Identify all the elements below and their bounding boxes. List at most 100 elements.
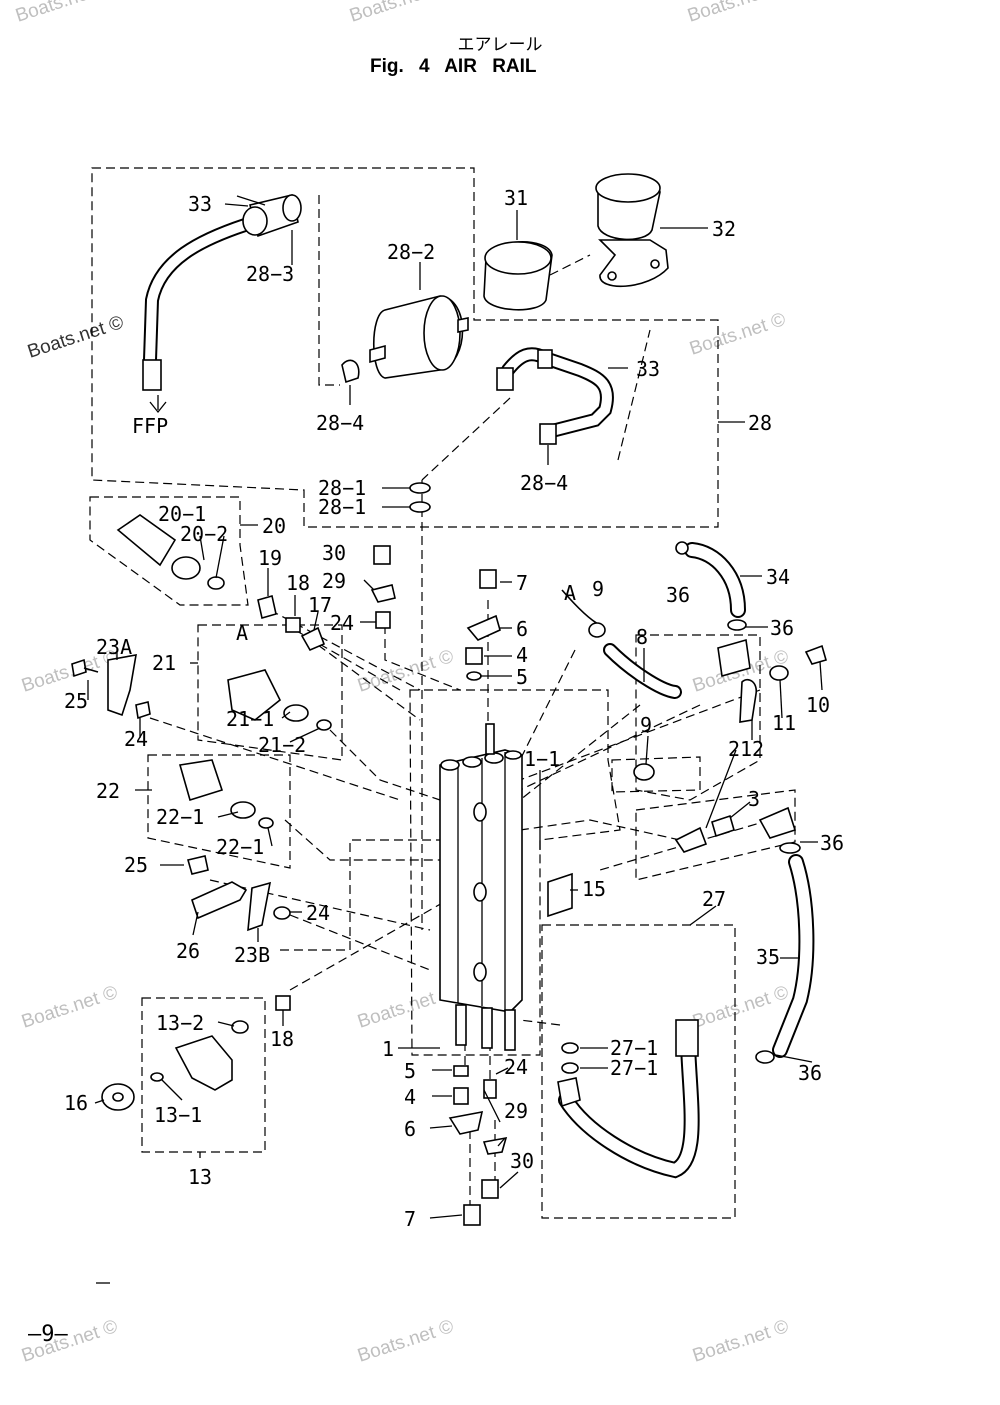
label-30b: 30 [510,1149,534,1173]
label-18: 18 [286,571,310,595]
label-5: 5 [516,665,528,689]
group-box-9b [611,756,701,793]
fuel-filter-assembly [142,173,669,513]
group-box-28-upper [91,167,719,528]
label-28-1: 28−1 [318,476,366,500]
group-box-27 [541,924,736,1219]
label-35: 35 [756,945,780,969]
label-10: 10 [806,693,830,717]
label-34: 34 [766,565,790,589]
label-12: 12 [740,737,764,761]
label-4b: 4 [404,1085,416,1109]
label-2: 2 [728,737,740,761]
label-20-2: 20−2 [180,522,228,546]
label-a: A [564,581,576,605]
label-36b: 36 [770,616,794,640]
label-13-1: 13−1 [154,1103,202,1127]
label-6: 6 [516,617,528,641]
page-number: —9— [28,1322,68,1347]
label-29: 29 [322,569,346,593]
label-6b: 6 [404,1117,416,1141]
watermark-text: Boats.net © [355,1316,456,1367]
label-23a: 23A [96,635,132,659]
label-13-2: 13−2 [156,1011,204,1035]
page-title: Fig. 4 AIR RAIL [370,56,537,78]
label-7b: 7 [404,1207,416,1231]
group-box-21 [197,624,343,761]
label-24: 24 [330,611,354,635]
group-box-22 [147,754,291,869]
label-31: 31 [504,186,528,210]
label-28-1b: 28−1 [318,495,366,519]
group-box-20 [89,496,249,606]
label-a2: A [236,621,248,645]
watermark-text: Boats.net © [19,982,120,1033]
label-22-1: 22−1 [156,805,204,829]
label-33b: 33 [636,357,660,381]
label-9b: 9 [640,713,652,737]
group-box-right [635,634,761,801]
label-33: 33 [188,192,212,216]
label-21-1: 21−1 [226,707,274,731]
label-27: 27 [702,887,726,911]
label-30: 30 [322,541,346,565]
group-box-2-3 [635,789,796,881]
label-18b: 18 [270,1027,294,1051]
figure-title: AIR RAIL [444,56,537,77]
label-27-1: 27−1 [610,1036,658,1060]
label-28-2: 28−2 [387,240,435,264]
label-1: 1 [382,1037,394,1061]
label-21-2: 21−2 [258,733,306,757]
label-36d: 36 [798,1061,822,1085]
group-boxes [89,167,796,1219]
label-8: 8 [636,625,648,649]
label-20-1: 20−1 [158,502,206,526]
label-26: 26 [176,939,200,963]
label-ffp: FFP [132,414,168,438]
label-3: 3 [748,787,760,811]
watermark-text: Boats.net © [25,312,126,363]
page-title-japanese: エアレール [457,35,543,55]
label-4: 4 [516,643,528,667]
label-16: 16 [64,1091,88,1115]
label-29b: 29 [504,1099,528,1123]
label-1-1: 1−1 [524,747,560,771]
label-22: 22 [96,779,120,803]
label-5b: 5 [404,1059,416,1083]
label-28: 28 [748,411,772,435]
group-box-13 [141,997,266,1153]
part-labels: 33 28−3 28−2 31 32 FFP 28−4 33 28 28−1 2… [64,186,844,1231]
label-32: 32 [712,217,736,241]
label-15: 15 [582,877,606,901]
label-28-3: 28−3 [246,262,294,286]
label-27-1b: 27−1 [610,1056,658,1080]
label-13: 13 [188,1165,212,1189]
label-17: 17 [308,593,332,617]
label-25: 25 [64,689,88,713]
group-box-1 [409,689,621,1056]
figure-number: Fig. 4 [370,56,430,77]
watermark-text: Boats.net © [685,0,786,27]
label-7: 7 [516,571,528,595]
watermark-text: Boats.net © [13,0,114,27]
label-24b: 24 [124,727,148,751]
label-21: 21 [152,651,176,675]
label-24c: 24 [306,901,330,925]
label-23b: 23B [234,943,270,967]
label-25b: 25 [124,853,148,877]
watermark-text: Boats.net © [687,309,788,360]
label-36c: 36 [820,831,844,855]
label-36: 36 [666,583,690,607]
watermark-text: Boats.net © [690,982,791,1033]
watermark-text: Boats.net © [347,0,448,27]
leader-lines [87,203,823,1219]
label-24d: 24 [504,1055,528,1079]
label-22-1b: 22−1 [216,835,264,859]
label-28-4b: 28−4 [520,471,568,495]
air-rail-body [439,723,523,1051]
watermark-text: Boats.net © [355,646,456,697]
label-11: 11 [772,711,796,735]
label-20: 20 [262,514,286,538]
label-9: 9 [592,577,604,601]
